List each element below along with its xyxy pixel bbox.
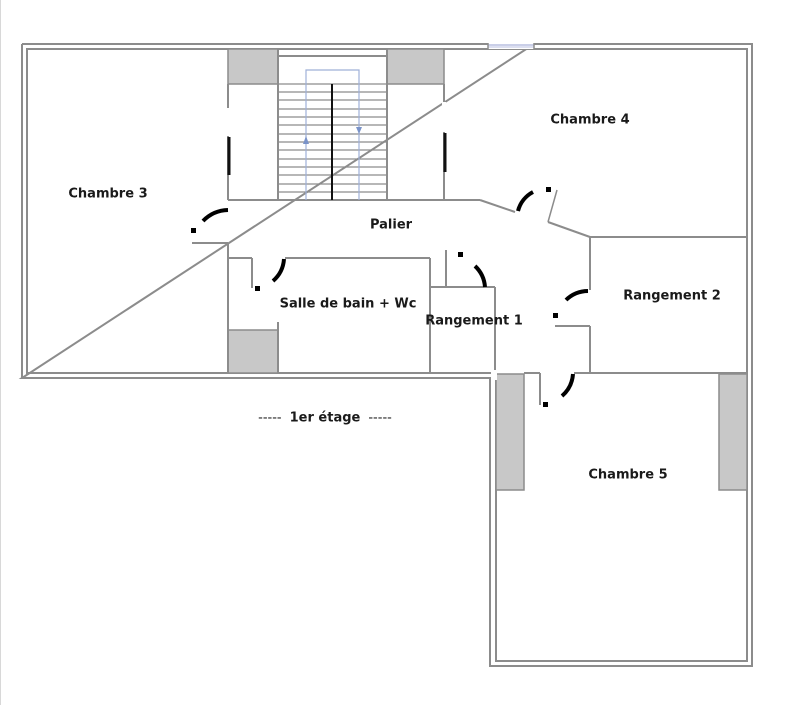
stair-down-arrow-icon xyxy=(356,127,362,134)
page-edge-line xyxy=(0,0,1,705)
grey-columns xyxy=(227,48,748,491)
room-label-chambre-5: Chambre 5 xyxy=(588,467,668,483)
door-chambre-5-icon xyxy=(560,373,575,398)
door-salle-de-bain-icon xyxy=(271,258,286,283)
room-label-rangement-2: Rangement 2 xyxy=(623,288,721,304)
room-label-rangement-1: Rangement 1 xyxy=(425,313,523,329)
door-rangement-1-icon xyxy=(473,264,487,288)
floor-name: 1er étage xyxy=(289,410,361,426)
opening-gaps xyxy=(491,370,497,380)
closet-doors xyxy=(227,133,447,175)
outer-walls xyxy=(18,43,753,667)
room-label-salle-de-bain: Salle de bain + Wc xyxy=(279,296,417,312)
door-chambre-4-icon xyxy=(516,190,535,212)
caption-dash-left: ----- xyxy=(258,410,282,426)
room-label-palier: Palier xyxy=(369,217,413,233)
stair-path xyxy=(305,69,360,200)
window-top xyxy=(487,43,535,49)
caption-dash-right: ----- xyxy=(368,410,392,426)
staircase xyxy=(278,69,387,201)
floor-caption: ----- 1er étage ----- xyxy=(250,411,400,426)
door-swings xyxy=(191,187,589,407)
room-label-chambre-3: Chambre 3 xyxy=(68,186,148,202)
door-rangement-2-icon xyxy=(564,289,589,302)
door-chambre-3-icon xyxy=(201,208,229,223)
stair-up-arrow-icon xyxy=(303,136,309,144)
room-label-chambre-4: Chambre 4 xyxy=(550,112,630,128)
